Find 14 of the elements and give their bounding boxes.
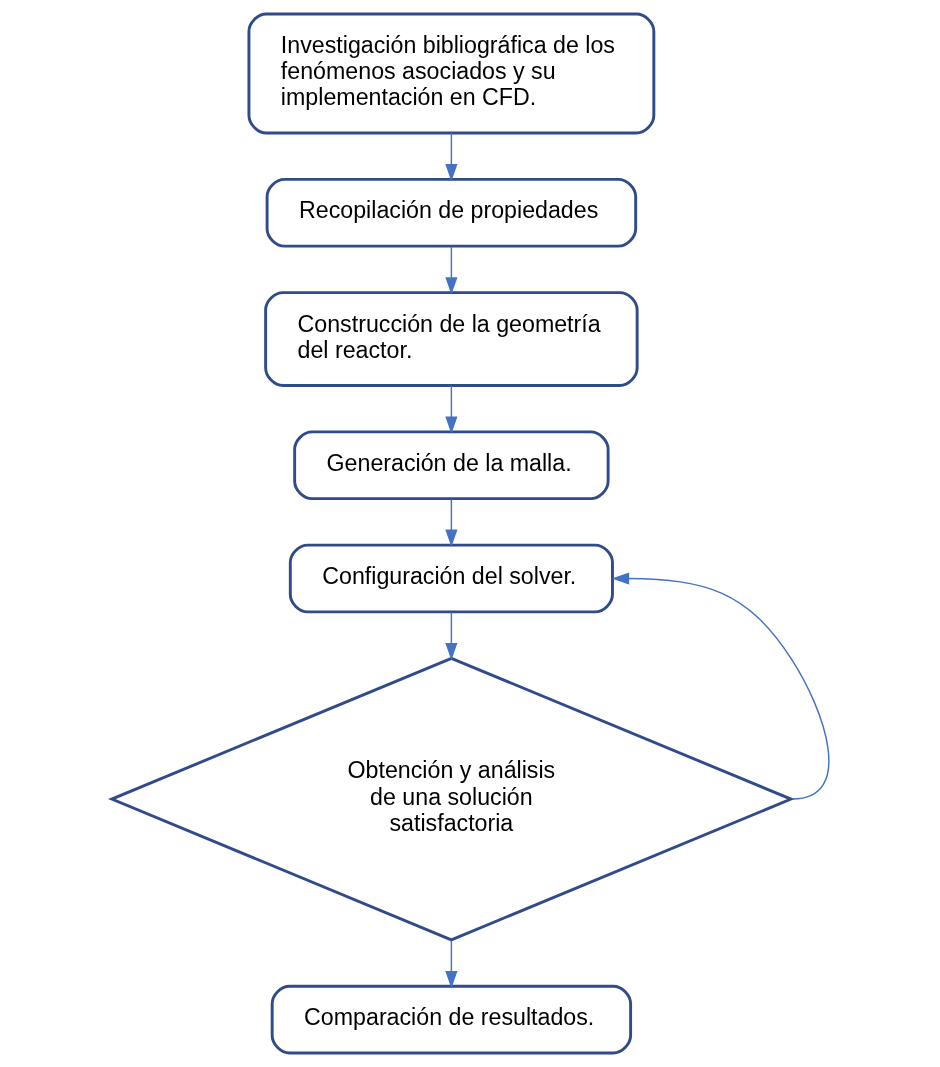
node-box: Investigación bibliográfica de los fenómenos asociados y su implementación en CFD. (247, 12, 655, 135)
arrow (444, 611, 457, 661)
node-box: Recopilación de propiedades (265, 177, 637, 248)
node-box: Generación de la malla. (292, 430, 610, 501)
node-box: Configuración del solver. (288, 543, 614, 614)
arrow (444, 498, 457, 547)
node-diamond: Obtención y análisis de una solución satisfactoria (107, 656, 795, 942)
arrow (444, 245, 457, 295)
arrow (444, 132, 457, 182)
node-box: Construcción de la geometría del reactor. (263, 291, 639, 387)
arrow (444, 385, 457, 434)
arrow (611, 572, 830, 800)
arrow (444, 939, 457, 989)
node-box: Comparación de resultados. (270, 984, 632, 1055)
